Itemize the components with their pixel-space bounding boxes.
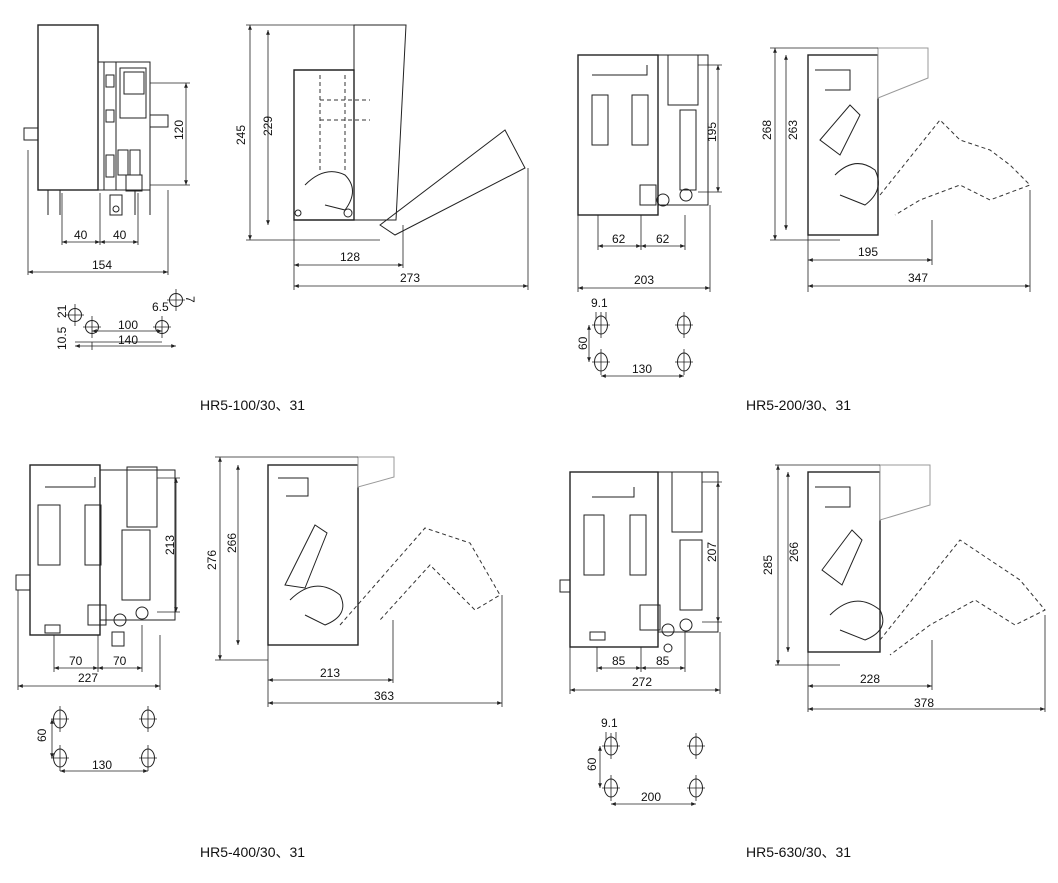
dim-d1: 70 [69,654,83,668]
mounting-holes: 60 130 [35,705,158,773]
dim-h2: 266 [787,542,801,562]
model-caption: HR5-630/30、31 [746,844,851,860]
mounting-holes: 100 140 21 10.5 6.5 7 [55,288,197,350]
dim-width: 203 [634,273,654,287]
dim-s1: 6.5 [152,300,169,314]
side-view: 285 266 228 378 [761,464,1046,712]
dim-h1: 100 [118,318,138,332]
dim-height: 213 [163,535,177,555]
dim-h2: 229 [261,116,275,136]
dim-width: 272 [632,675,652,689]
dim-d2: 363 [374,689,394,703]
dim-v1: 21 [55,304,69,318]
model-caption: HR5-400/30、31 [200,844,305,860]
dim-h1: 276 [205,550,219,570]
dim-d2: 40 [113,228,127,242]
front-view: 85 85 272 207 [559,471,722,694]
dim-h: 130 [632,362,652,376]
side-view: 268 263 195 347 [760,47,1031,292]
dim-height: 207 [705,542,719,562]
dim-s2: 7 [183,296,197,303]
dim-v2: 10.5 [55,326,69,350]
dim-h1: 285 [761,555,775,575]
dim-h: 130 [92,758,112,772]
dim-height: 120 [172,120,186,140]
model-hr5-100: 40 40 154 120 245 229 [23,24,529,413]
dim-h2: 266 [225,533,239,553]
dim-h1: 245 [234,125,248,145]
dim-d1: 85 [612,654,626,668]
dim-d1: 228 [860,672,880,686]
dim-h: 200 [641,790,661,804]
side-view: 276 266 213 363 [205,456,503,707]
dim-v: 60 [585,757,599,771]
dim-d1: 195 [858,245,878,259]
dim-d2: 85 [656,654,670,668]
dim-width: 154 [92,258,112,272]
dim-dia: 9.1 [591,296,608,310]
side-view: 245 229 128 273 [234,24,529,290]
dim-height: 195 [705,122,719,142]
dim-v: 60 [576,336,590,350]
model-hr5-400: 70 70 227 213 276 266 [15,456,503,860]
dim-d2: 70 [113,654,127,668]
dim-d2: 273 [400,271,420,285]
dim-d2: 378 [914,696,934,710]
mounting-holes: 9.1 60 130 [576,296,694,378]
dim-d1: 40 [74,228,88,242]
model-hr5-630: 85 85 272 207 285 266 [559,464,1046,860]
dim-d1: 213 [320,666,340,680]
dim-d1: 128 [340,250,360,264]
model-hr5-200: 62 62 203 195 268 263 [576,47,1031,413]
dim-h2: 140 [118,333,138,347]
dim-h1: 268 [760,120,774,140]
dim-dia: 9.1 [601,716,618,730]
mounting-holes: 9.1 60 200 [585,716,706,806]
model-caption: HR5-200/30、31 [746,397,851,413]
dim-width: 227 [78,671,98,685]
dim-v: 60 [35,728,49,742]
front-view: 40 40 154 120 [23,24,190,275]
dim-d2: 347 [908,271,928,285]
dim-d2: 62 [656,232,670,246]
dim-h2: 263 [786,120,800,140]
front-view: 62 62 203 195 [577,54,722,292]
front-view: 70 70 227 213 [15,464,180,690]
dim-d1: 62 [612,232,626,246]
model-caption: HR5-100/30、31 [200,397,305,413]
